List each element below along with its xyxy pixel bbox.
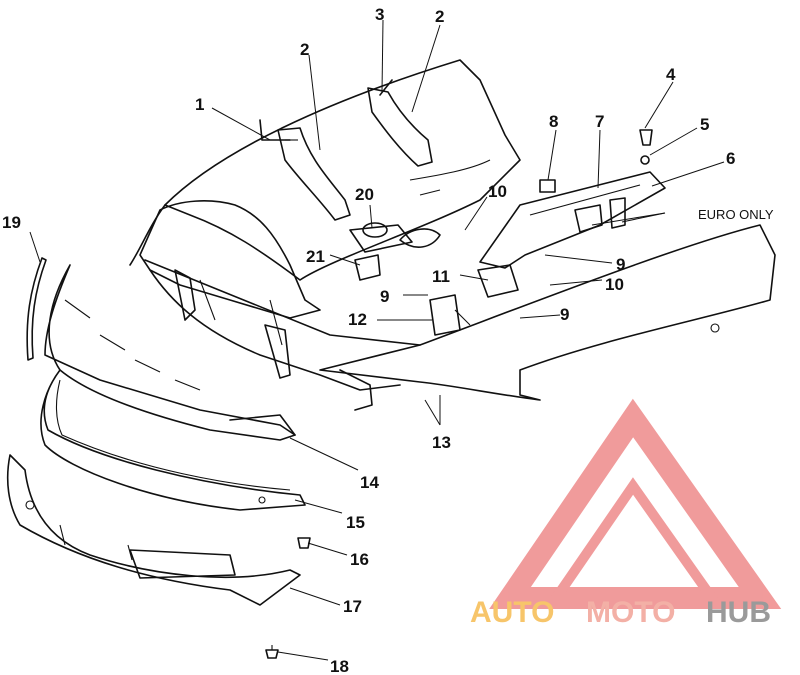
bumper-reinforcement [139,200,421,391]
lower-spoiler-17 [6,454,301,606]
callout-9-right: 9 [616,255,625,274]
callout-19: 19 [2,213,21,232]
molding-strip-19 [26,257,47,361]
callout-5: 5 [700,115,709,134]
callout-16: 16 [350,550,369,569]
upper-body-panel [129,59,521,281]
callout-9-left: 9 [380,287,389,306]
callout-9-lower: 9 [560,305,569,324]
callout-7: 7 [595,112,604,131]
side-panel [319,224,776,411]
center-cover [349,222,441,281]
upper-bracket-6-7 [479,171,666,269]
callout-15: 15 [346,513,365,532]
callout-4: 4 [666,65,676,84]
callout-17: 17 [343,597,362,616]
callout-13: 13 [432,433,451,452]
bracket-2-left [277,127,351,221]
callout-11: 11 [432,267,450,286]
callout-3: 3 [375,5,384,24]
euro-only-note: EURO ONLY [698,207,774,222]
callout-21: 21 [306,247,325,266]
watermark-hub: HUB [706,596,771,629]
callout-18: 18 [330,657,349,675]
leader-lines [29,19,725,661]
bumper-cover-14 [44,264,296,441]
fastener-4-5 [639,129,653,165]
callout-12: 12 [348,310,367,329]
screw-16 [297,537,311,549]
callout-20: 20 [355,185,374,204]
callout-6: 6 [726,149,735,168]
callout-1: 1 [195,95,204,114]
energy-absorber-15 [40,369,306,511]
callout-8: 8 [549,112,558,131]
bracket-3-right [367,79,433,167]
callout-2-left: 2 [300,40,309,59]
screw-18 [265,645,279,659]
watermark-moto: MOTO [586,596,675,629]
bracket-11-12 [429,264,519,336]
callout-10-top: 10 [488,182,507,201]
watermark-triangle [489,398,782,609]
watermark-logo [489,398,782,609]
callout-2-right: 2 [435,7,444,26]
watermark-auto: AUTO [470,596,554,629]
callout-14: 14 [360,473,379,492]
callout-10-right: 10 [605,275,624,294]
